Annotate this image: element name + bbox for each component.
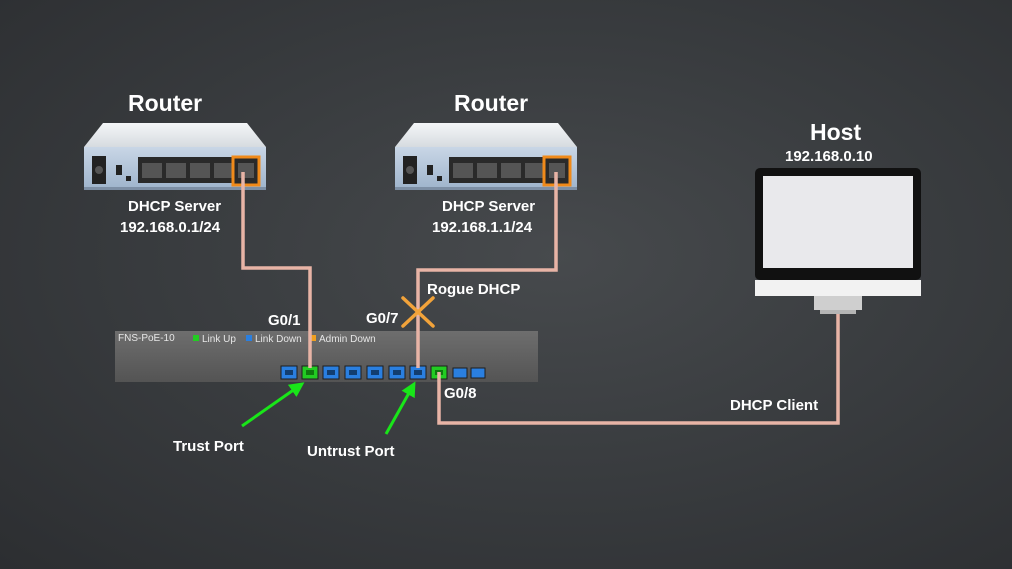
legend-link-up-swatch xyxy=(193,335,199,341)
host-title: Host xyxy=(810,119,862,145)
cable-host-g08 xyxy=(437,314,840,425)
switch-ports xyxy=(280,365,486,380)
router-left-role: DHCP Server xyxy=(128,198,222,215)
router-left-ip: 192.168.0.1/24 xyxy=(120,219,221,236)
router-mid-ip: 192.168.1.1/24 xyxy=(432,219,533,236)
rogue-dhcp-label: Rogue DHCP xyxy=(427,281,521,298)
switch-model-label: FNS-PoE-10 xyxy=(118,333,175,344)
untrust-port-label: Untrust Port xyxy=(307,443,395,460)
trust-port-label: Trust Port xyxy=(173,438,244,455)
rogue-block-cross xyxy=(401,296,435,328)
cable-mid-router-g07 xyxy=(416,172,558,368)
port-sfp-2 xyxy=(470,367,486,379)
router-mid-title: Router xyxy=(454,90,529,116)
router-mid-role: DHCP Server xyxy=(442,198,536,215)
legend-link-down-swatch xyxy=(246,335,252,341)
host-monitor xyxy=(755,168,921,314)
host-ip: 192.168.0.10 xyxy=(785,148,873,165)
router-mid-device xyxy=(395,123,577,190)
router-left-title: Router xyxy=(128,90,203,116)
router-left-device xyxy=(84,123,266,190)
cable-left-router-g01 xyxy=(241,172,312,368)
port-g01-label: G0/1 xyxy=(268,312,301,329)
cables xyxy=(241,172,840,425)
legend-admin-down-swatch xyxy=(310,335,316,341)
legend-link-down-label: Link Down xyxy=(255,334,302,345)
port-g08-label: G0/8 xyxy=(444,385,477,402)
port-g07-label: G0/7 xyxy=(366,310,399,327)
trust-port-arrow xyxy=(241,382,305,428)
legend-admin-down-label: Admin Down xyxy=(319,334,376,345)
untrust-port-arrow xyxy=(384,381,416,435)
legend-link-up-label: Link Up xyxy=(202,334,236,345)
port-sfp-1 xyxy=(452,367,468,379)
host-role: DHCP Client xyxy=(730,397,819,414)
